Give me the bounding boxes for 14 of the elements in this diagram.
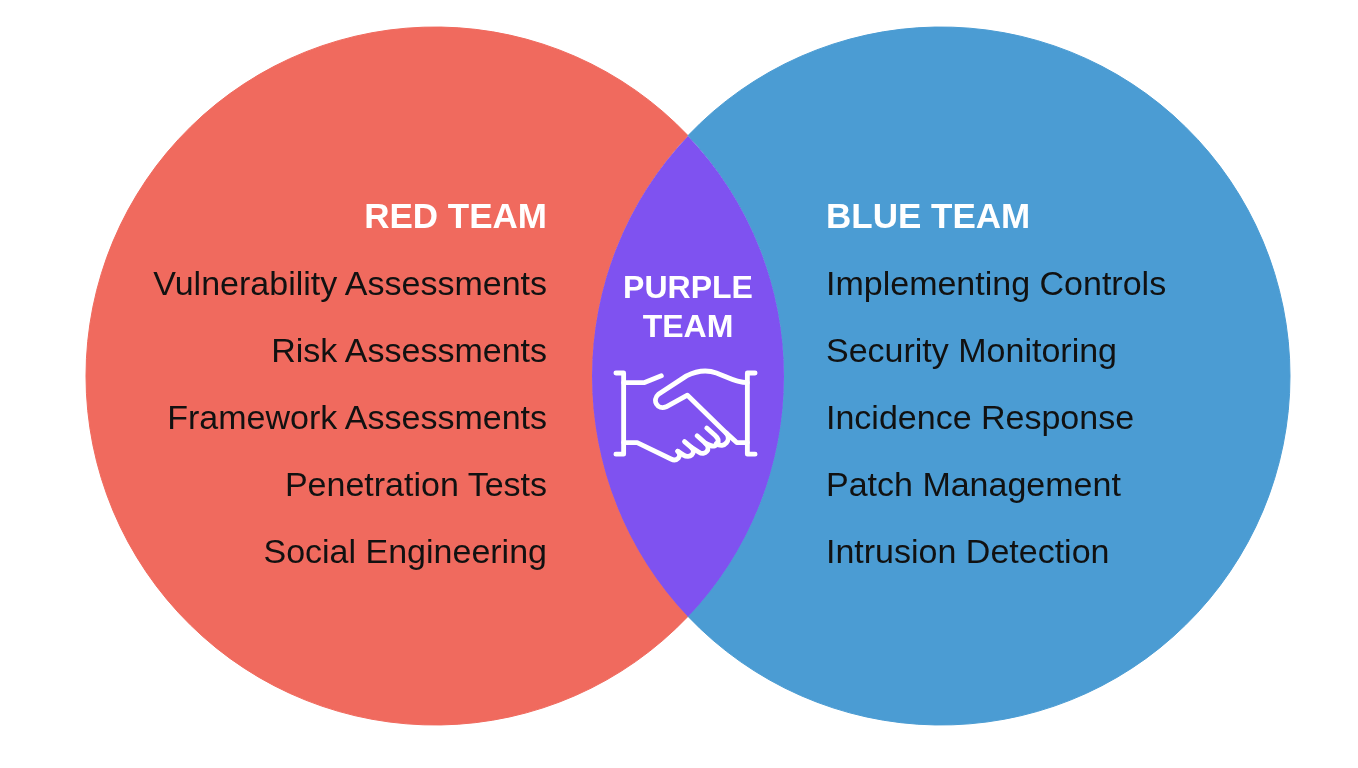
team-heading: PURPLE TEAM	[623, 268, 753, 347]
list-item: Risk Assessments	[271, 331, 547, 371]
list-item: Vulnerability Assessments	[153, 264, 547, 304]
list-item: Intrusion Detection	[826, 532, 1110, 572]
overlap-region	[592, 135, 784, 617]
list-item: Penetration Tests	[284, 465, 547, 505]
list-item: Patch Management	[826, 465, 1121, 505]
list-item: Security Monitoring	[826, 331, 1117, 371]
list-item: Framework Assessments	[167, 398, 547, 438]
list-item: Incidence Response	[826, 398, 1135, 438]
team-heading: BLUE TEAM	[826, 195, 1031, 237]
list-item: Social Engineering	[263, 532, 547, 572]
team-heading: RED TEAM	[364, 195, 547, 237]
list-item: Implementing Controls	[826, 264, 1167, 304]
